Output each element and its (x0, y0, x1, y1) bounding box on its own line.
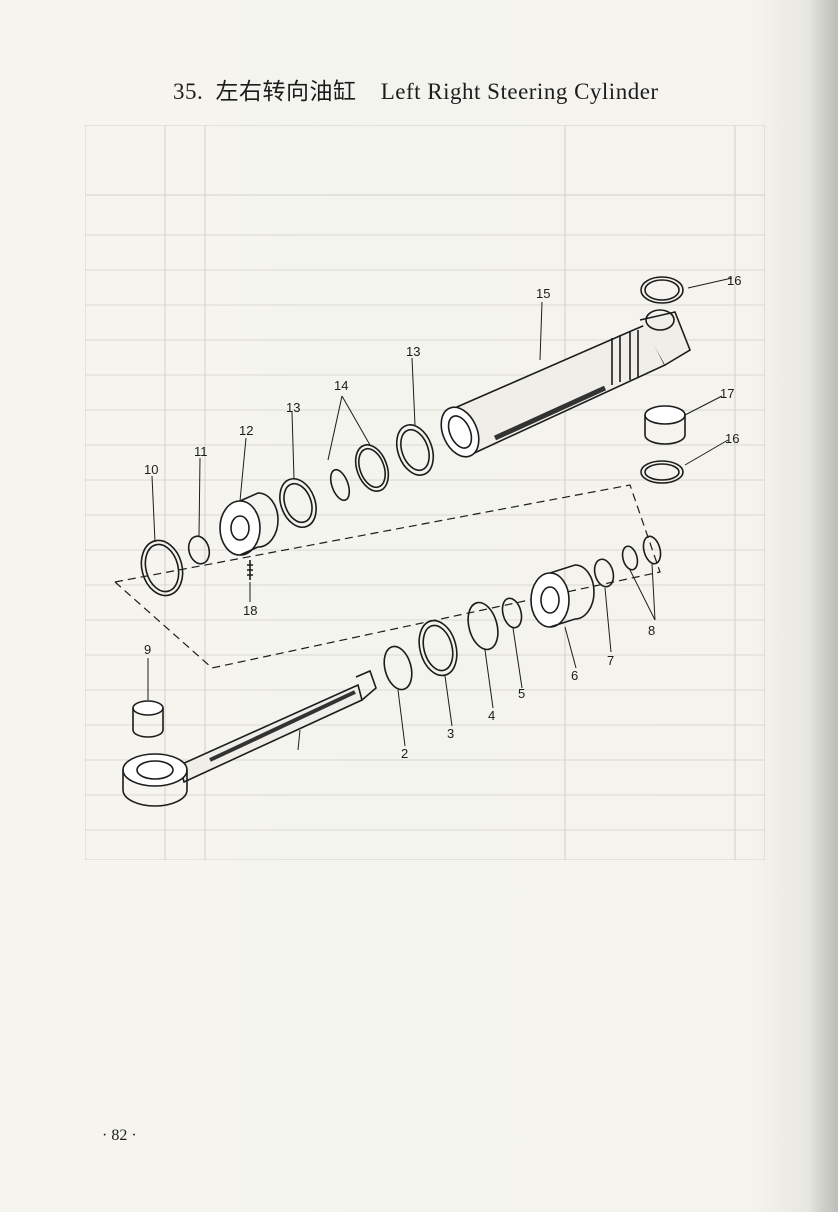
callout-16-lower: 16 (725, 431, 739, 446)
callout-5: 5 (518, 686, 525, 701)
callout-17: 17 (720, 386, 734, 401)
callout-8: 8 (648, 623, 655, 638)
page-edge-shadow (808, 0, 838, 1212)
ring-13-right (395, 424, 435, 476)
callout-labels: 16 15 17 16 13 14 13 12 11 10 18 8 7 6 5… (144, 273, 741, 761)
callout-3: 3 (447, 726, 454, 741)
callout-4: 4 (488, 708, 495, 723)
ring-14-a (354, 444, 390, 492)
piston-6 (530, 564, 595, 628)
callout-2: 2 (401, 746, 408, 761)
callout-13-right: 13 (406, 344, 420, 359)
callout-18: 18 (243, 603, 257, 618)
piston-rod-1 (122, 669, 377, 807)
dashed-group-outline (114, 484, 661, 669)
callout-10: 10 (144, 462, 158, 477)
title-chinese: 左右转向油缸 (215, 79, 357, 104)
ring-16-lower (640, 460, 684, 484)
ring-7 (593, 558, 615, 588)
ring-4 (467, 601, 499, 651)
title-number: 35. (173, 79, 204, 104)
bushing-17 (644, 405, 686, 445)
callout-16-top: 16 (727, 273, 741, 288)
ring-2 (383, 645, 413, 691)
callout-12: 12 (239, 423, 253, 438)
callout-9: 9 (144, 642, 151, 657)
page-number: · 82 · (102, 1127, 137, 1144)
ring-8-b (621, 545, 639, 571)
callout-6: 6 (571, 668, 578, 683)
page-title: 35. 左右转向油缸 Left Right Steering Cylinder (173, 72, 659, 106)
callout-15: 15 (536, 286, 550, 301)
title-english: Left Right Steering Cylinder (380, 79, 659, 104)
exploded-diagram: 16 15 17 16 13 14 13 12 11 10 18 8 7 6 5… (114, 273, 741, 807)
ring-14-b (329, 468, 351, 502)
gland-12 (219, 492, 279, 556)
callout-14: 14 (334, 378, 348, 393)
callout-7: 7 (607, 653, 614, 668)
ring-16-top (640, 276, 684, 304)
ring-11 (187, 535, 211, 565)
ring-5 (501, 597, 523, 629)
screw-18 (247, 560, 253, 580)
callout-11: 11 (194, 444, 208, 459)
cylinder-barrel-15 (440, 309, 691, 458)
bushing-9 (132, 700, 164, 738)
ring-8-a (642, 535, 662, 565)
ring-3 (418, 619, 458, 677)
callout-13-left: 13 (286, 400, 300, 415)
ring-13-left (279, 477, 317, 529)
